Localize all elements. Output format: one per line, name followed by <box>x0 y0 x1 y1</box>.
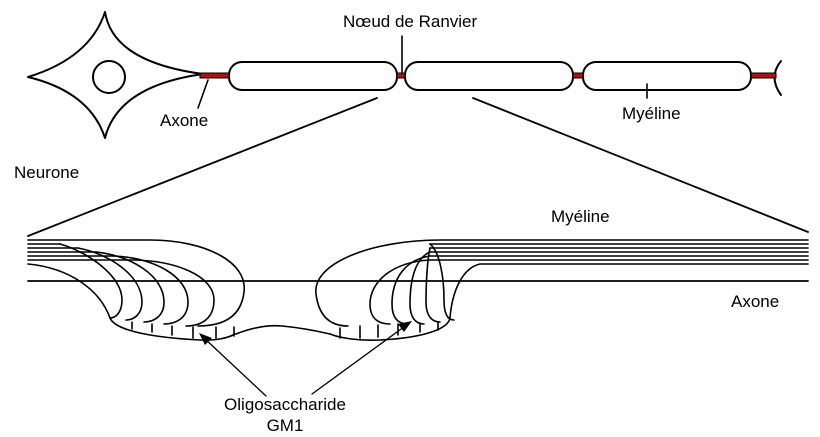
gm1-arrowhead-right <box>398 321 412 332</box>
axon-pointer-line <box>197 79 209 109</box>
neuron-soma <box>27 11 204 139</box>
gm1-arrowhead-left <box>199 333 212 345</box>
node-of-ranvier-label: Nœud de Ranvier <box>343 12 478 31</box>
zoom-line-left <box>27 97 378 237</box>
node-axolemma <box>235 324 331 335</box>
zoom-line-right <box>472 97 809 233</box>
myelin-lamellae-right <box>315 239 809 341</box>
myelin-segment-2 <box>404 61 574 91</box>
gm1-label-line1: Oligosaccharide <box>224 395 346 414</box>
axon-label-top: Axone <box>160 111 209 130</box>
node-segment-2 <box>572 72 584 79</box>
myelin-label-top: Myéline <box>622 104 681 123</box>
terminal-segment <box>750 72 777 79</box>
axon-label-bottom: Axone <box>731 292 780 311</box>
myelin-segment-3 <box>582 61 752 91</box>
gm1-arrow-right <box>311 323 409 395</box>
myelin-label-bottom: Myéline <box>551 207 610 226</box>
neuron-nucleus <box>92 60 126 94</box>
node-segment-1 <box>396 72 406 79</box>
neuron-label: Neurone <box>14 163 80 182</box>
gm1-arrow-left <box>202 336 267 397</box>
myelin-lamellae-left <box>27 239 245 341</box>
axon-hillock-segment <box>199 72 230 79</box>
myelin-segment-1 <box>228 61 398 91</box>
gm1-label-line2: GM1 <box>266 416 304 435</box>
